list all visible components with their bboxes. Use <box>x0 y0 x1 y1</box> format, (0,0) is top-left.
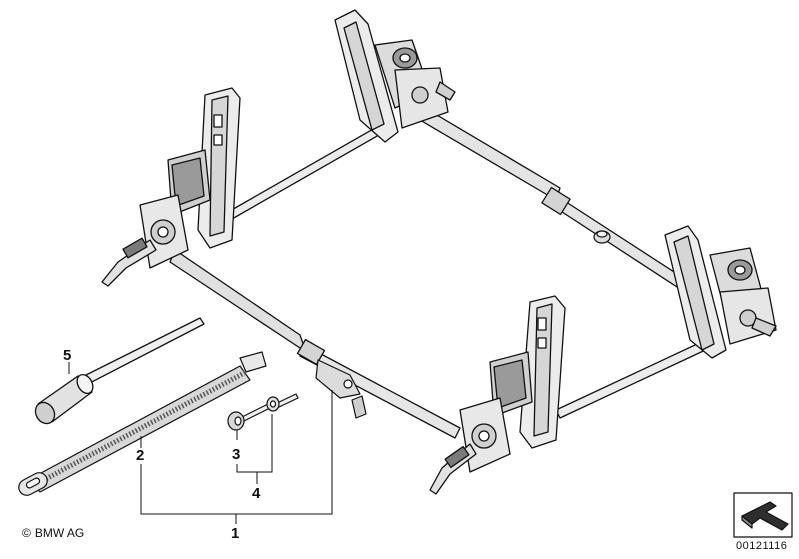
rear-cross-tube <box>227 123 387 220</box>
bracket-rear-top <box>334 9 456 143</box>
center-latch <box>315 359 367 419</box>
callout-leader-lines <box>68 362 333 524</box>
front-left-rail <box>169 249 307 353</box>
copyright-symbol: © <box>22 526 31 540</box>
rail-joint <box>541 186 571 216</box>
callout-2: 2 <box>136 447 144 464</box>
part-5-tool <box>34 317 205 425</box>
bracket-rear-left <box>101 87 241 287</box>
callout-4: 4 <box>252 485 261 502</box>
part-2-strap <box>18 351 267 496</box>
rail-nut <box>593 230 611 244</box>
callout-5: 5 <box>63 347 71 364</box>
callout-1: 1 <box>231 525 239 542</box>
callout-3: 3 <box>232 446 240 463</box>
right-cross-tube <box>555 337 715 419</box>
arrow-icon <box>733 492 793 538</box>
copyright-notice: ©BMW AG <box>22 526 84 540</box>
right-rail-upper <box>419 107 561 201</box>
copyright-text: BMW AG <box>34 526 85 540</box>
front-rail-tube <box>299 345 461 439</box>
bracket-front-right <box>429 295 566 495</box>
bracket-right <box>664 225 777 359</box>
rail-joint-front <box>296 338 326 366</box>
frame-rails <box>169 107 715 439</box>
part-4-pin <box>266 393 299 412</box>
part-number: 00121116 <box>736 540 788 552</box>
